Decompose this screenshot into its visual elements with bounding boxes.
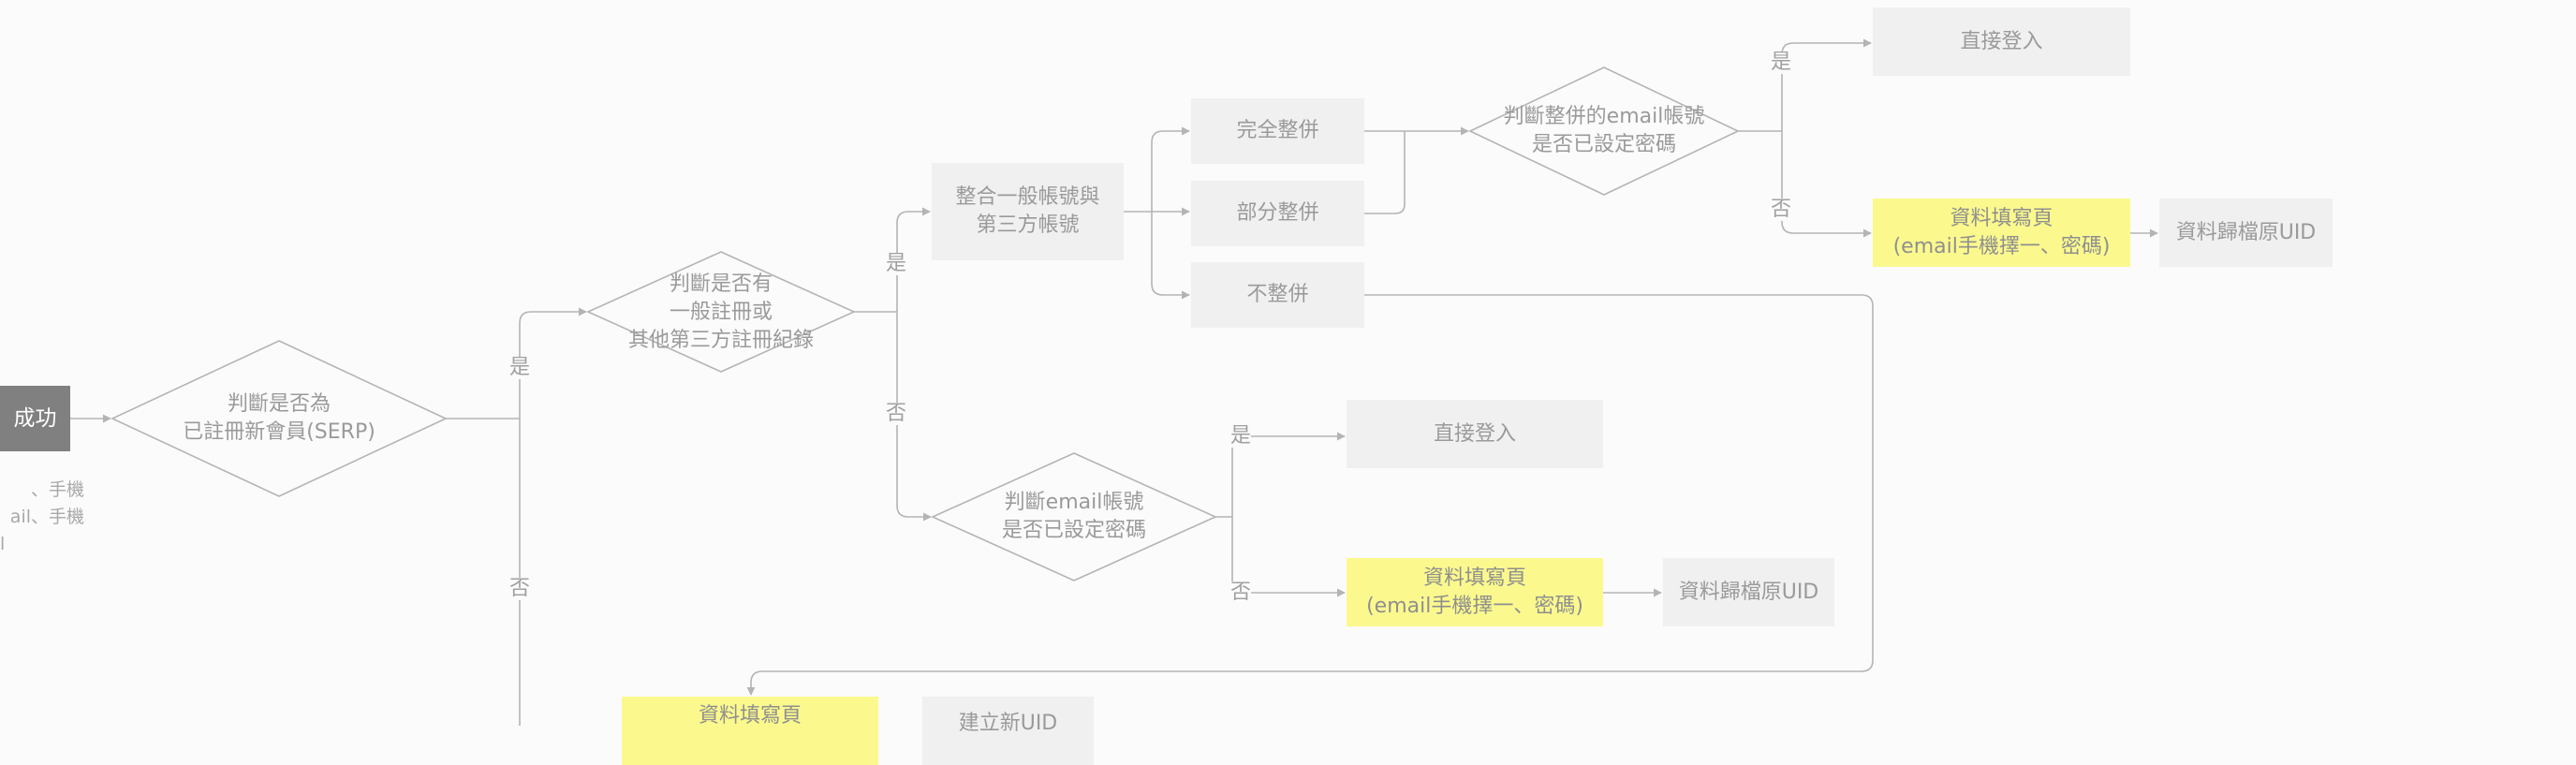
partial-merge-box: 部分整併 — [1191, 181, 1364, 246]
fill-form-top-line-2: (email手機擇一、密碼) — [1892, 234, 2111, 258]
no-merge-box: 不整併 — [1191, 262, 1364, 328]
fill-form-mid-box: 資料填寫頁 (email手機擇一、密碼) — [1347, 558, 1603, 626]
restore-uid-mid-box: 資料歸檔原UID — [1663, 558, 1834, 626]
fill-form-mid-line-2: (email手機擇一、密碼) — [1366, 594, 1583, 618]
serp-diamond-text: 判斷是否為 已註冊新會員(SERP) — [131, 379, 427, 458]
fill-form-bottom-box: 資料填寫頁 — [622, 697, 878, 765]
has-record-line-1: 判斷是否有 — [669, 272, 773, 296]
direct-login-top-label: 直接登入 — [1960, 29, 2043, 53]
direct-login-mid-label: 直接登入 — [1433, 421, 1516, 446]
yes-label-serp: 是 — [509, 356, 531, 379]
yes-label-record: 是 — [886, 252, 907, 275]
no-label-email-pw: 否 — [1230, 581, 1252, 604]
flowchart: 成功 、手機 ail、手機 l 判斷是否為 已註冊新會員(SERP) 判斷是否有… — [0, 7, 2333, 765]
restore-uid-top-box: 資料歸檔原UID — [2159, 199, 2333, 267]
merge-line-2: 第三方帳號 — [976, 213, 1080, 237]
merged-pw-diamond-text: 判斷整併的email帳號 是否已設定密碼 — [1482, 98, 1726, 164]
success-label: 成功 — [13, 406, 57, 431]
no-label-merged-pw: 否 — [1771, 198, 1792, 221]
yes-label-email-pw: 是 — [1230, 424, 1252, 448]
connector-lines — [70, 38, 2158, 726]
has-record-line-2: 一般註冊或 — [669, 301, 773, 324]
no-label-serp: 否 — [509, 577, 531, 600]
has-record-line-3: 其他第三方註冊紀錄 — [627, 329, 814, 352]
direct-login-mid-box: 直接登入 — [1347, 400, 1603, 468]
full-merge-box: 完全整併 — [1191, 98, 1364, 164]
new-uid-bottom-label: 建立新UID — [958, 712, 1058, 735]
new-uid-bottom-box: 建立新UID — [922, 697, 1094, 765]
merged-pw-line-1: 判斷整併的email帳號 — [1503, 105, 1705, 128]
left-notes: 、手機 ail、手機 l — [0, 477, 84, 558]
email-pw-diamond-text: 判斷email帳號 是否已設定密碼 — [962, 484, 1186, 550]
yes-label-merged-pw: 是 — [1771, 51, 1792, 74]
fill-form-mid-line-1: 資料填寫頁 — [1422, 566, 1526, 590]
success-node: 成功 — [0, 386, 70, 451]
no-label-record: 否 — [886, 402, 907, 425]
serp-line-2: 已註冊新會員(SERP) — [183, 420, 375, 444]
fill-form-bottom-label: 資料填寫頁 — [698, 704, 802, 728]
has-record-diamond-text: 判斷是否有 一般註冊或 其他第三方註冊紀錄 — [599, 266, 843, 360]
no-merge-label: 不整併 — [1246, 283, 1309, 306]
merged-pw-line-2: 是否已設定密碼 — [1531, 133, 1676, 156]
partial-merge-label: 部分整併 — [1236, 201, 1319, 225]
merge-line-1: 整合一般帳號與 — [955, 185, 1100, 209]
fill-form-top-box: 資料填寫頁 (email手機擇一、密碼) — [1873, 199, 2130, 267]
left-note-3: l — [0, 534, 6, 554]
direct-login-top-box: 直接登入 — [1873, 7, 2130, 76]
left-note-2: ail、手機 — [9, 507, 84, 527]
full-merge-label: 完全整併 — [1236, 119, 1319, 142]
email-pw-line-2: 是否已設定密碼 — [1001, 519, 1146, 542]
restore-uid-top-label: 資料歸檔原UID — [2175, 220, 2317, 244]
restore-uid-mid-label: 資料歸檔原UID — [1678, 580, 1819, 604]
merge-accounts-box: 整合一般帳號與 第三方帳號 — [932, 163, 1124, 260]
email-pw-line-1: 判斷email帳號 — [1004, 491, 1144, 514]
left-note-1: 、手機 — [30, 479, 84, 500]
fill-form-top-line-1: 資料填寫頁 — [1950, 206, 2053, 230]
serp-line-1: 判斷是否為 — [227, 392, 331, 416]
